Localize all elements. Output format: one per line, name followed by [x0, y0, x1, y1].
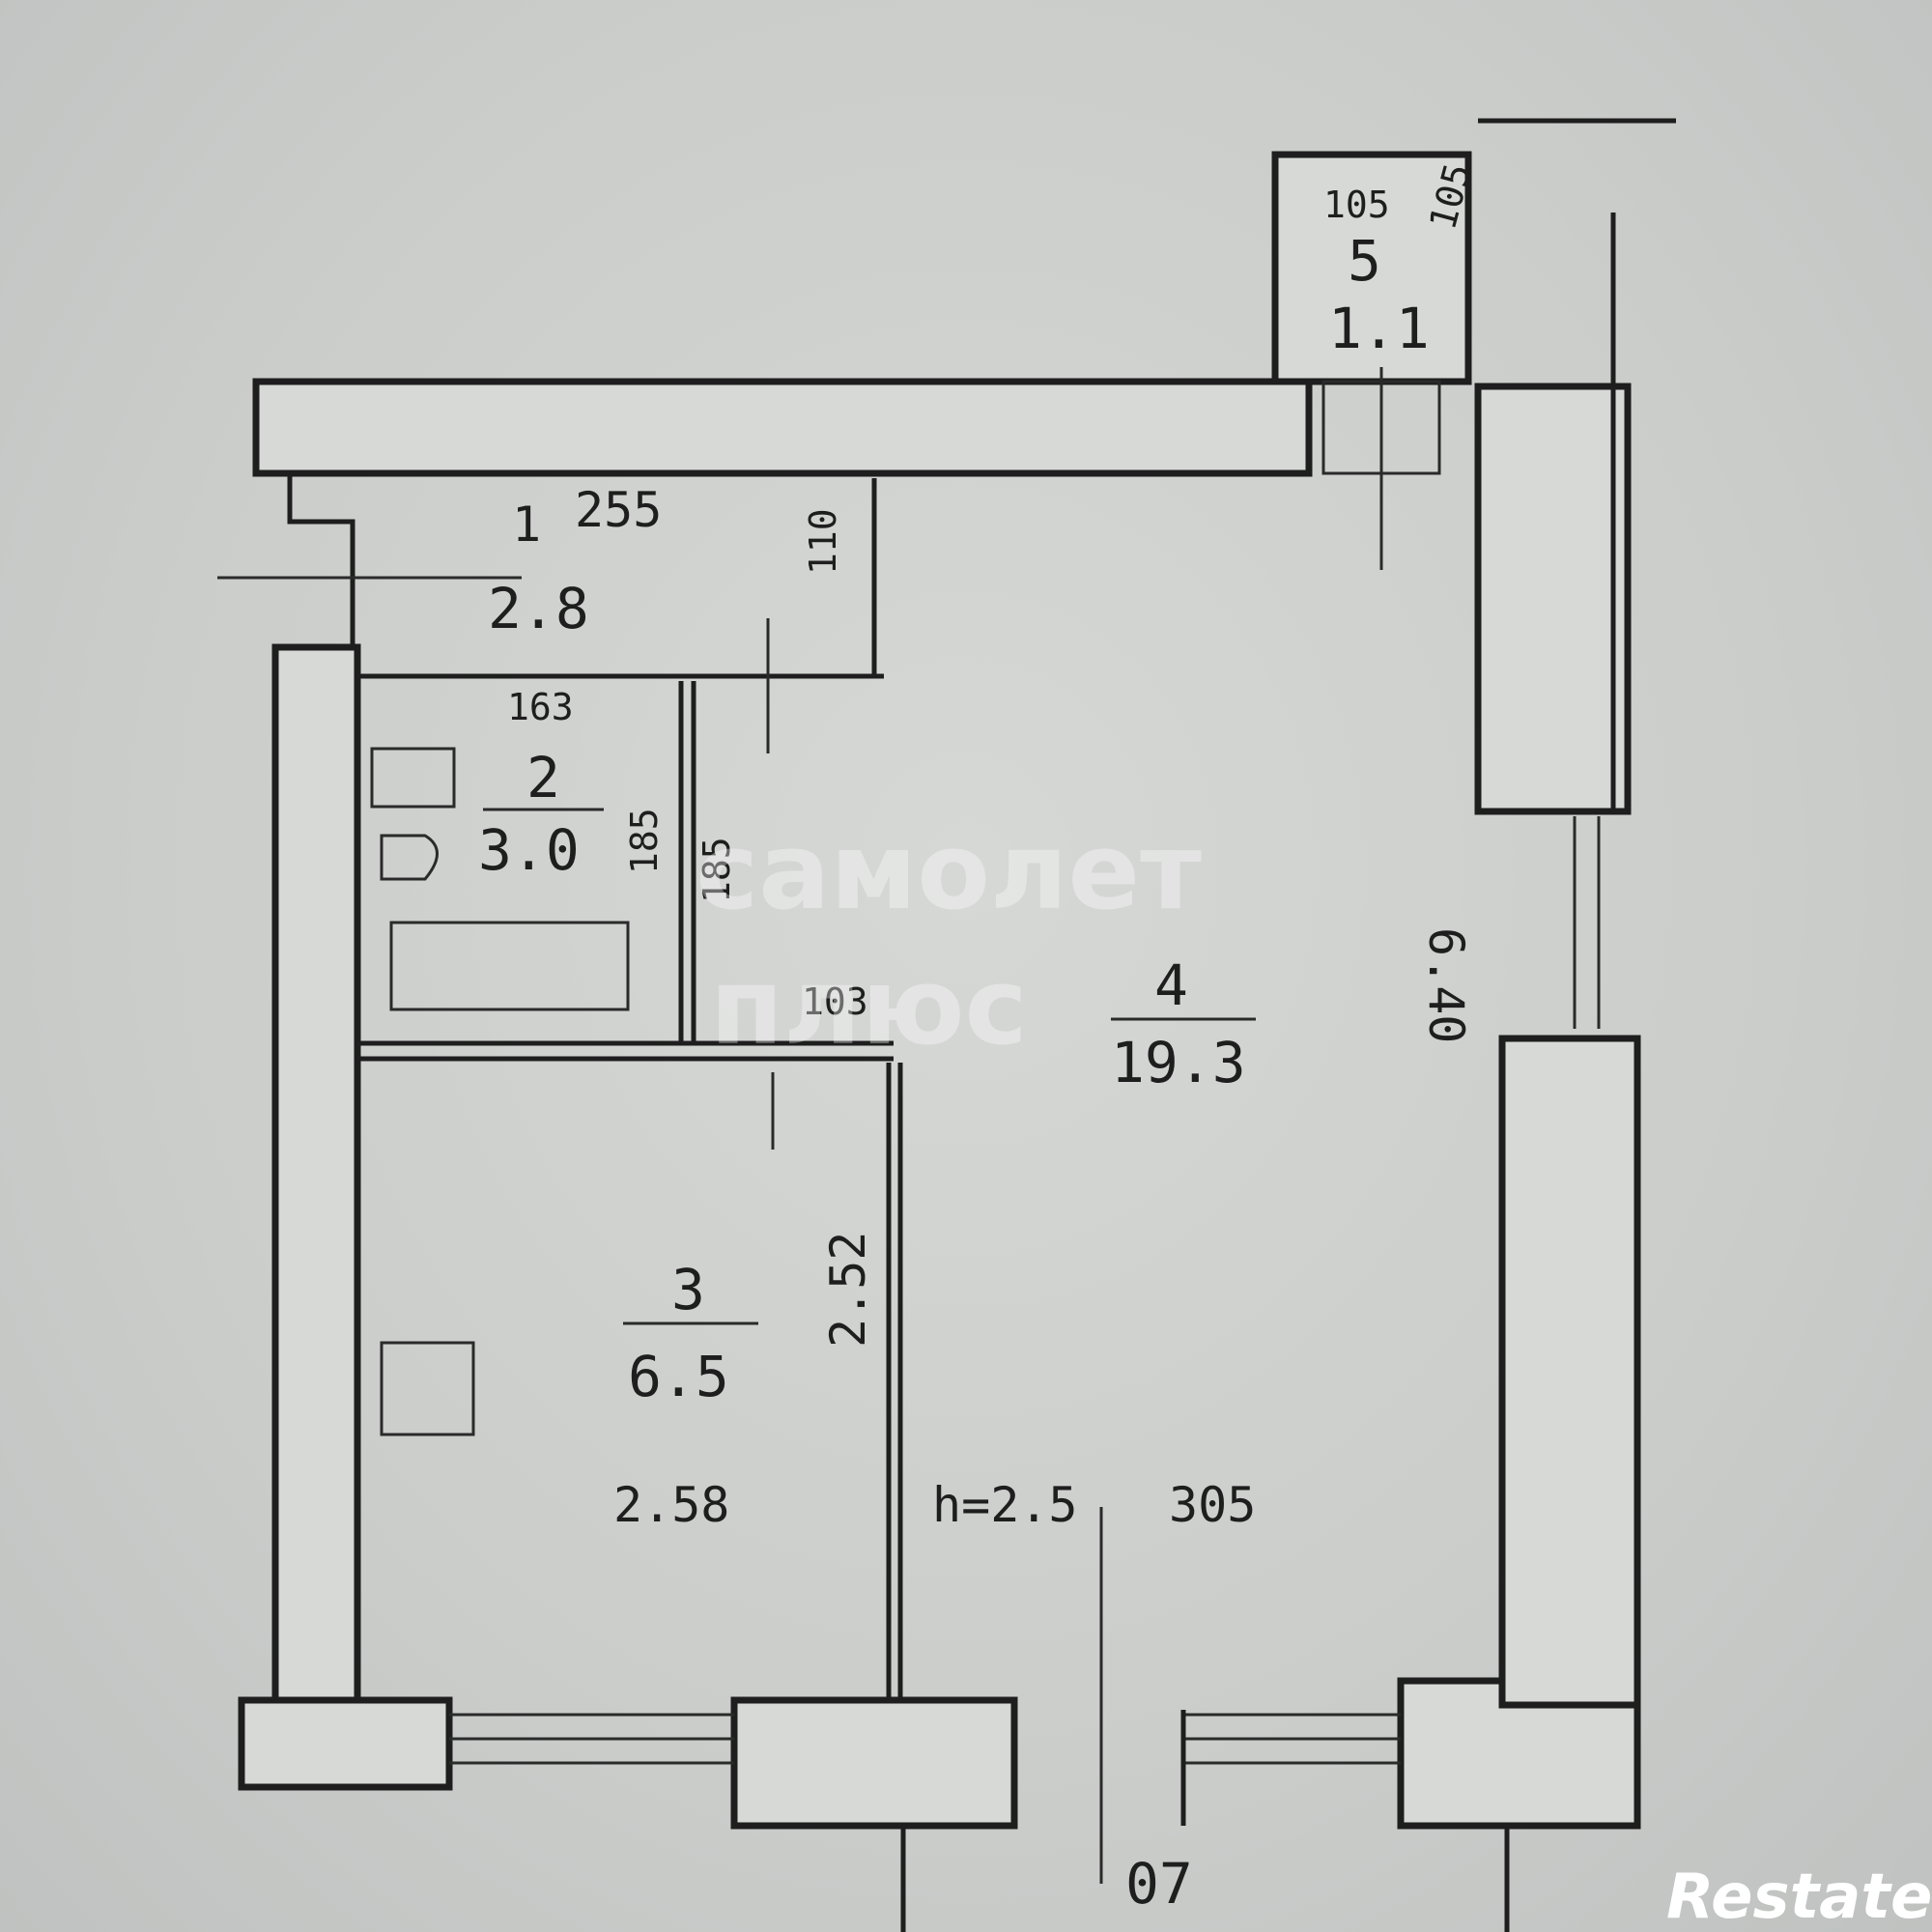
- room2-inner-depth: 185: [696, 837, 738, 903]
- room2-depth: 185: [623, 808, 666, 874]
- wall-right-lower: [1498, 1035, 1641, 1709]
- balcony-door: [1011, 1507, 1186, 1884]
- room1-width: 255: [575, 482, 662, 538]
- closet-box: [1271, 151, 1472, 385]
- bathtub-fixture: [389, 921, 630, 1011]
- room2-width: 163: [507, 686, 574, 728]
- room1-area: 2.8: [488, 576, 589, 641]
- room4-number: 4: [1154, 952, 1188, 1018]
- room5-number: 5: [1348, 228, 1381, 294]
- wall-bottom-left: [238, 1696, 453, 1791]
- room4-width: 305: [1169, 1477, 1256, 1533]
- room5-area: 1.1: [1328, 296, 1430, 361]
- room5-width: 105: [1323, 184, 1390, 226]
- corridor-mark: 103: [802, 980, 868, 1023]
- room3-area: 6.5: [628, 1344, 729, 1409]
- wall-left-upper: [253, 382, 355, 647]
- room3-depth: 2.52: [820, 1232, 876, 1348]
- restate-logo: Restate: [1666, 1861, 1932, 1932]
- toilet-fixture: [380, 834, 439, 881]
- wall-right-upper: [1474, 383, 1632, 815]
- window-right: [1573, 816, 1601, 1029]
- balcony-mark: 07: [1125, 1851, 1193, 1917]
- room4-area: 19.3: [1111, 1030, 1246, 1095]
- watermark-line2: плюс: [710, 945, 1028, 1068]
- room2-area: 3.0: [478, 817, 580, 883]
- room1-number: 1: [512, 497, 541, 553]
- sink-fixture: [370, 747, 456, 809]
- stove-fixture: [380, 1341, 475, 1436]
- room2-number: 2: [526, 745, 560, 810]
- room1-depth: 110: [802, 508, 844, 575]
- balcony-outline: [900, 1826, 1510, 1932]
- window-kitchen: [449, 1713, 734, 1765]
- window-room: [1183, 1713, 1401, 1765]
- ceiling-height: h=2.5: [932, 1477, 1078, 1533]
- room3-number: 3: [671, 1257, 705, 1322]
- room3-width: 2.58: [613, 1477, 729, 1533]
- wall-top: [252, 378, 1313, 477]
- wall-bottom-pier: [730, 1696, 1018, 1830]
- watermark-line1: самолет: [696, 810, 1202, 933]
- wall-left: [271, 643, 361, 1762]
- room4-depth: 6.40: [1418, 927, 1474, 1043]
